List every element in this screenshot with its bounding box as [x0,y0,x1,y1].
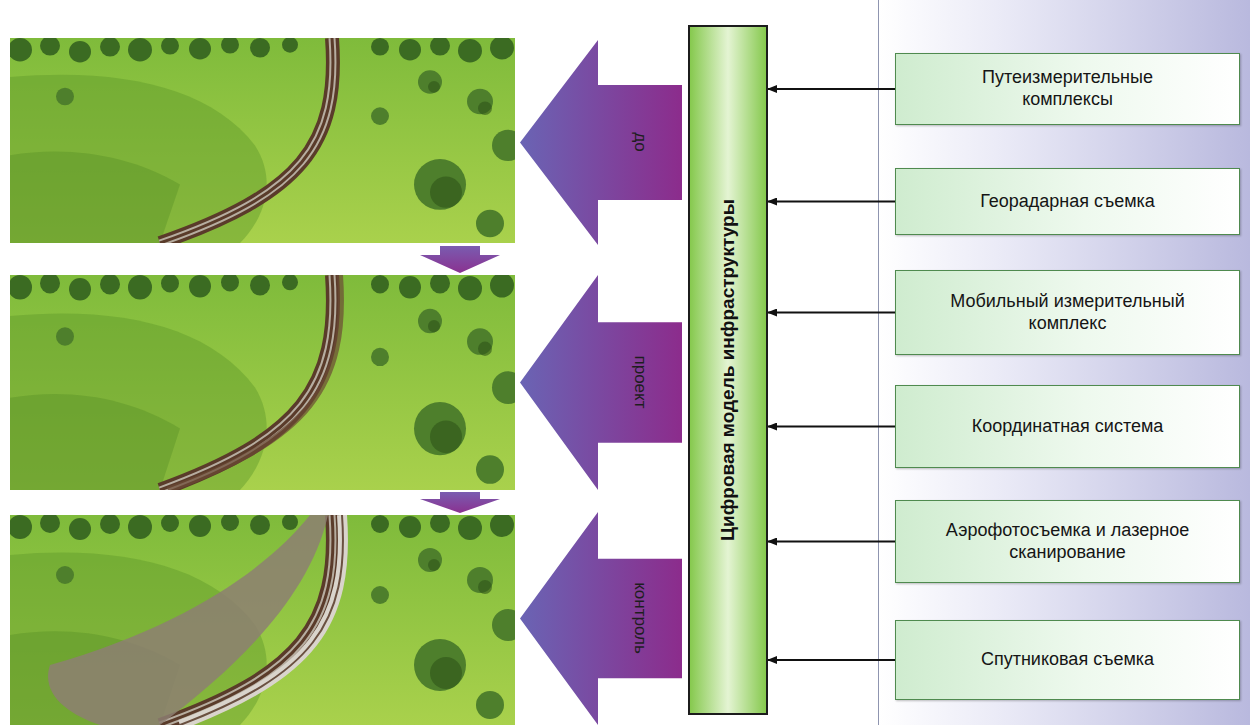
arrow-outline [520,512,682,725]
source-label: Георадарная съемка [980,191,1155,213]
source-box: Спутниковая съемка [895,620,1240,700]
source-box: Мобильный измерительный комплекс [895,270,1240,355]
source-box: Координатная система [895,385,1240,468]
input-arrow [768,659,895,661]
source-label: Аэрофотосъемка и лазерное сканирование [940,520,1195,563]
arrow-body: до [598,85,682,200]
model-box: Цифровая модель инфраструктуры [688,25,768,715]
input-arrow [768,541,895,543]
phase-arrow: контроль [520,512,682,725]
input-arrow [768,426,895,428]
source-box: Путеизмерительные комплексы [895,53,1240,125]
input-arrow [768,312,895,314]
source-label: Мобильный измерительный комплекс [940,291,1195,334]
source-label: Путеизмерительные комплексы [940,67,1195,110]
source-label: Координатная система [972,416,1164,438]
input-arrow [768,88,895,90]
arrow-body: контроль [598,559,682,678]
railway-project [8,273,524,490]
phase-label: проект [630,356,650,409]
arrow-outline [520,275,682,490]
phase-label: до [630,133,650,152]
arrow-shape [520,40,682,245]
phase-arrow: до [520,40,682,245]
phase-arrow: проект [520,275,682,490]
railway-before [8,36,524,243]
step-arrow [420,246,500,273]
source-box: Георадарная съемка [895,168,1240,235]
input-arrow [768,201,895,203]
model-title: Цифровая модель инфраструктуры [717,199,739,541]
source-box: Аэрофотосъемка и лазерное сканирование [895,500,1240,583]
arrow-shape [520,512,682,725]
step-arrow [420,492,500,513]
arrow-body: проект [598,322,682,442]
arrow-outline [520,40,682,245]
railway-control [8,513,524,725]
phase-label: контроль [630,583,650,655]
arrow-shape [520,275,682,490]
source-label: Спутниковая съемка [981,649,1154,671]
